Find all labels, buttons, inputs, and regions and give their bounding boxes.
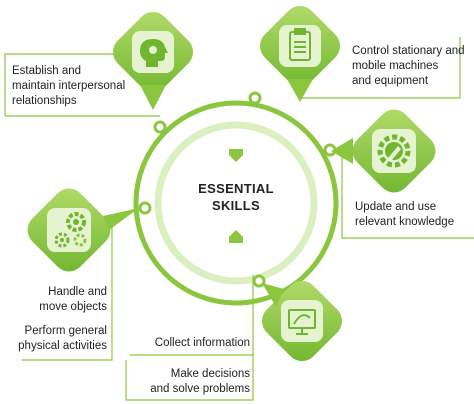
clipboard-icon [289, 28, 311, 61]
center-ring-outer [133, 100, 339, 306]
skill-label-2-line3: and equipment [352, 75, 429, 87]
skill-badge-5 [261, 280, 343, 362]
skill-label-7-line2: and solve problems [150, 383, 250, 395]
skill-label-3: Update and use relevant knowledge [355, 200, 473, 230]
skill-label-7: Make decisions and solve problems [135, 367, 250, 397]
skill-label-2: Control stationary and mobile machines a… [352, 44, 472, 89]
skill-label-7-line1: Make decisions [170, 368, 250, 380]
skill-label-5-line1: Perform general [24, 325, 107, 337]
skill-label-5-line2: physical activities [18, 340, 107, 352]
skill-label-1-line1: Establish and [12, 65, 82, 77]
skill-label-6: Collect information [135, 336, 250, 351]
gears-icon [54, 212, 87, 248]
connector-dot [252, 274, 266, 288]
monitor-icon [288, 309, 316, 335]
skill-label-2-line2: mobile machines [352, 60, 439, 72]
skill-label-4-line1: Handle and [48, 286, 107, 298]
center-title-line2: SKILLS [211, 198, 261, 213]
skill-badge-1 [112, 11, 194, 110]
skill-label-1-line3: relationships [12, 95, 77, 107]
head-gear-icon [140, 39, 168, 67]
skill-label-5: Perform general physical activities [4, 324, 107, 354]
center-top-marker-icon [229, 149, 243, 162]
connector-dot [138, 201, 152, 215]
skill-badge-3 [331, 109, 436, 193]
skill-label-1: Establish and maintain interpersonal rel… [12, 64, 142, 109]
center-title: ESSENTIAL SKILLS [186, 180, 286, 214]
skill-badge-2 [259, 5, 341, 102]
center-ring-inner [154, 121, 318, 285]
connector-dot [153, 120, 167, 134]
connector-dot [248, 91, 262, 105]
skill-label-3-line1: Update and use [355, 201, 437, 213]
center-title-line1: ESSENTIAL [198, 181, 274, 196]
skill-badge-4 [27, 188, 139, 272]
skill-label-6-line1: Collect information [154, 337, 250, 349]
skill-label-4-line2: move objects [39, 301, 107, 313]
skill-label-3-line2: relevant knowledge [355, 216, 455, 228]
skill-label-2-line1: Control stationary and [352, 45, 465, 57]
wrench-gear-icon [377, 134, 411, 168]
center-bottom-marker-icon [229, 230, 243, 243]
skill-label-4: Handle and move objects [4, 285, 107, 315]
skill-label-1-line2: maintain interpersonal [12, 80, 126, 92]
